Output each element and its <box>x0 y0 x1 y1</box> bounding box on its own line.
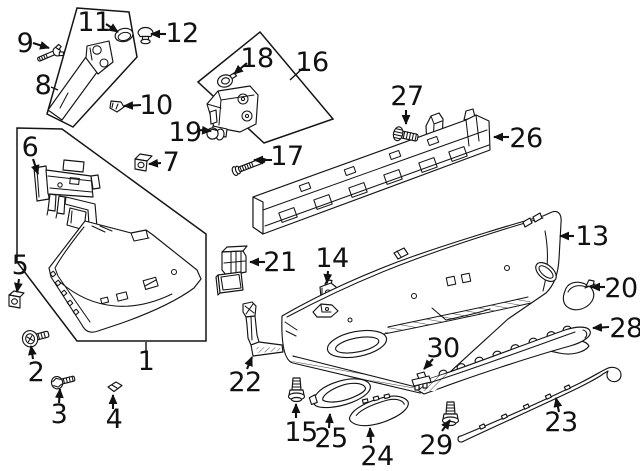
callout-5-arrow <box>14 278 23 293</box>
callout-2-arrow <box>28 345 37 360</box>
callout-11[interactable]: 11 <box>77 7 111 38</box>
callout-26[interactable]: 26 <box>509 123 543 154</box>
callout-14-arrow <box>323 270 333 284</box>
callout-18[interactable]: 18 <box>240 43 274 74</box>
callout-22[interactable]: 22 <box>228 367 262 398</box>
part-9-screw <box>37 43 65 62</box>
part-12-push-pin <box>137 26 154 45</box>
callout-3-arrow <box>54 388 64 404</box>
callout-16[interactable]: 16 <box>295 47 329 78</box>
callout-2[interactable]: 2 <box>28 357 45 388</box>
callout-6[interactable]: 6 <box>22 132 39 163</box>
callout-25-arrow <box>324 413 334 429</box>
callout-27[interactable]: 27 <box>390 81 424 112</box>
part-26-impact-bar <box>252 108 491 235</box>
callout-8[interactable]: 8 <box>35 70 52 101</box>
part-29-bolt <box>441 401 460 427</box>
callout-29[interactable]: 29 <box>419 430 453 461</box>
callout-24-arrow <box>366 427 375 444</box>
callout-28[interactable]: 28 <box>609 313 640 344</box>
callout-24[interactable]: 24 <box>360 441 394 471</box>
callout-23[interactable]: 23 <box>544 407 578 438</box>
callout-23-arrow <box>553 397 563 413</box>
part-15-screw <box>287 377 306 403</box>
part-11-grommet <box>114 27 134 43</box>
callout-11-arrow <box>105 23 119 33</box>
part-21-center-bracket <box>215 245 248 296</box>
callout-12[interactable]: 12 <box>165 18 199 49</box>
part-2-bolt <box>21 330 50 348</box>
callout-10-arrow <box>123 101 142 110</box>
callout-7[interactable]: 7 <box>163 147 180 178</box>
part-7-retainer-clip <box>134 153 153 172</box>
callout-10[interactable]: 10 <box>139 90 173 121</box>
part-18-grommet <box>217 72 238 88</box>
callout-14[interactable]: 14 <box>315 243 349 274</box>
group-box-part-1 <box>16 127 207 342</box>
part-20-tow-eye-cap <box>562 279 596 311</box>
group-box-part-8 <box>46 7 138 128</box>
part-6-sensor-bracket <box>33 159 101 231</box>
part-25-exhaust-outlet-trim <box>308 378 371 409</box>
callout-7-arrow <box>148 158 162 168</box>
part-24-exhaust-outlet-trim <box>348 393 409 427</box>
part-5-retainer-clip <box>8 290 25 309</box>
callout-9[interactable]: 9 <box>17 28 34 59</box>
callout-3[interactable]: 3 <box>51 399 68 430</box>
callout-22-arrow <box>244 356 253 370</box>
callout-19-arrow <box>198 125 212 135</box>
callout-28-arrow <box>592 323 610 332</box>
callout-19[interactable]: 19 <box>168 117 202 148</box>
callout-4[interactable]: 4 <box>106 404 123 435</box>
callout-30-arrow <box>423 358 434 370</box>
callout-30[interactable]: 30 <box>426 333 460 364</box>
part-8-side-support-bracket <box>47 40 114 121</box>
part-30-retainer-clip <box>411 371 432 391</box>
part-1-bumper-corner-section <box>48 220 202 333</box>
callout-15[interactable]: 15 <box>284 417 318 448</box>
callout-17[interactable]: 17 <box>270 141 304 172</box>
part-19-bolt <box>206 127 225 141</box>
callout-21[interactable]: 21 <box>263 247 297 278</box>
callout-16-leader <box>289 67 304 81</box>
callout-29-arrow <box>441 419 451 432</box>
part-22-side-bracket <box>242 301 284 357</box>
callout-25[interactable]: 25 <box>314 423 348 454</box>
callout-9-arrow <box>32 41 50 50</box>
callout-labels: 1 2 3 4 5 6 7 8 9 10 11 12 13 14 15 16 1… <box>12 7 640 471</box>
part-3-screw <box>50 375 76 390</box>
part-23-lower-molding <box>457 366 622 443</box>
callout-20[interactable]: 20 <box>604 273 638 304</box>
callout-13[interactable]: 13 <box>575 221 609 252</box>
callout-6-arrow <box>30 158 40 175</box>
callout-1[interactable]: 1 <box>138 346 155 377</box>
part-13-rear-bumper-cover <box>281 210 562 394</box>
callout-8-leader <box>50 86 59 91</box>
part-27-bolt <box>392 126 419 142</box>
part-17-stud-bolt <box>231 157 267 177</box>
part-10-retainer-clip <box>109 100 125 113</box>
callout-arrows <box>14 23 610 444</box>
callout-18-arrow <box>233 62 248 75</box>
part-4-retainer-clip <box>107 381 123 393</box>
callout-5[interactable]: 5 <box>12 250 29 281</box>
